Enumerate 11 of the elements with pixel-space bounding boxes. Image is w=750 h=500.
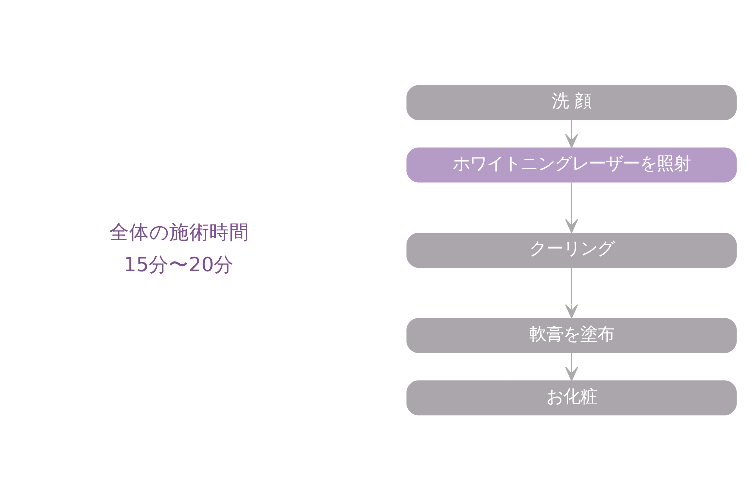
arrow	[565, 120, 578, 148]
node-box: ホワイトニングレーザーを照射	[406, 147, 737, 182]
arrow	[565, 268, 578, 318]
label: 15分〜20分	[124, 253, 234, 276]
label: 全体の施術時間	[109, 220, 250, 244]
node-box: クーリング	[406, 232, 737, 268]
arrow	[565, 352, 578, 381]
node-box: お化粧	[406, 380, 737, 416]
arrow	[565, 182, 578, 233]
node-box: 軟膏を塗布	[406, 318, 737, 353]
node-box: 洗 顔	[406, 84, 737, 120]
